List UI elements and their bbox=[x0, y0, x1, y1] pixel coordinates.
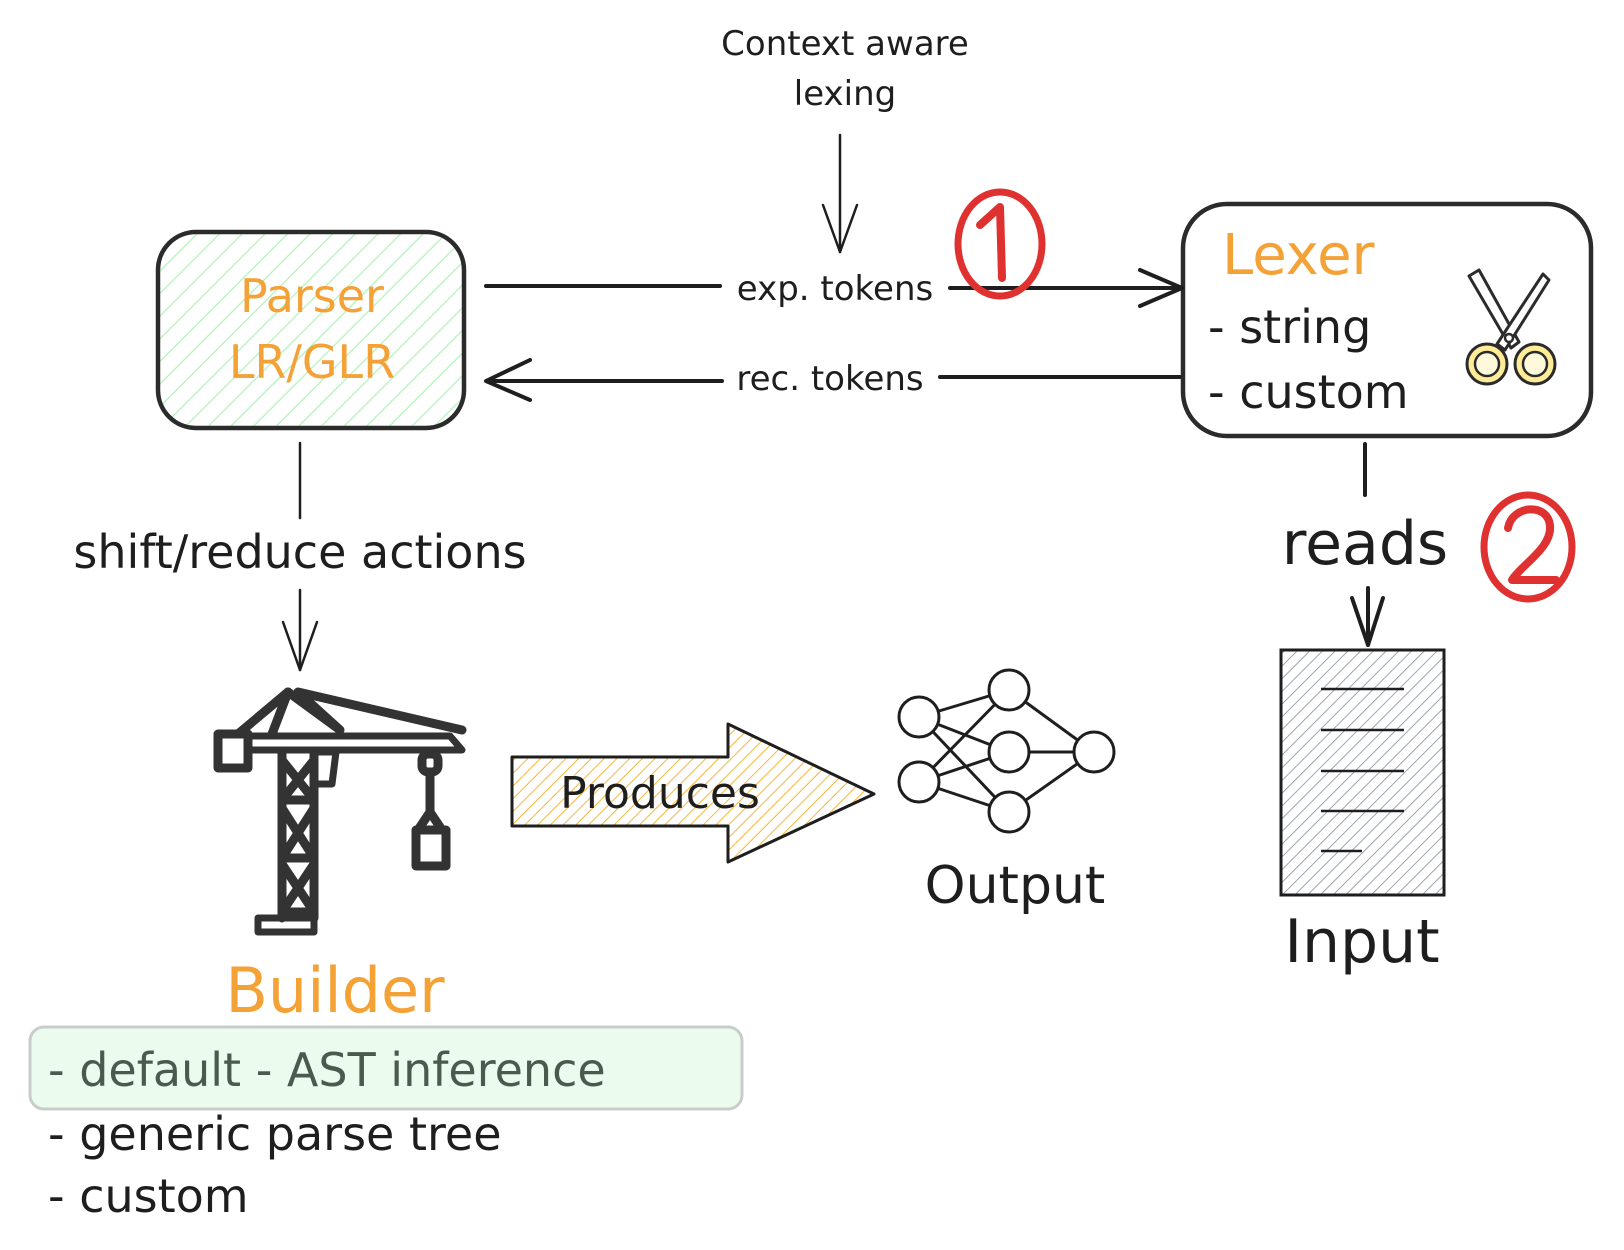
shift-reduce-label: shift/reduce actions bbox=[73, 525, 526, 579]
parser-subtitle: LR/GLR bbox=[229, 335, 395, 389]
step-2-numeral bbox=[1504, 505, 1560, 584]
builder-item-default: - default - AST inference bbox=[48, 1043, 606, 1097]
step-2-marker: 2 bbox=[0, 0, 1576, 603]
output-label: Output bbox=[925, 856, 1106, 916]
document-icon bbox=[1279, 648, 1446, 897]
parser-node[interactable]: Parser LR/GLR bbox=[155, 229, 467, 431]
builder-node: Builder - default - AST inference - gene… bbox=[28, 954, 744, 1223]
produces-arrow: Produces bbox=[510, 722, 876, 864]
step-1-text: 1 bbox=[0, 0, 1, 1]
shift-reduce-arrow: shift/reduce actions bbox=[73, 441, 527, 672]
parser-title: Parser bbox=[240, 269, 384, 323]
context-note-line2: lexing bbox=[794, 74, 896, 114]
step-1-numeral bbox=[976, 203, 1006, 282]
received-tokens-arrow: rec. tokens bbox=[484, 358, 1182, 402]
received-tokens-label: rec. tokens bbox=[736, 359, 923, 399]
builder-item-custom: - custom bbox=[48, 1169, 249, 1223]
input-label: Input bbox=[1284, 907, 1439, 977]
lexer-item-string: - string bbox=[1208, 300, 1371, 354]
context-aware-note: Context aware lexing bbox=[721, 24, 969, 254]
builder-title: Builder bbox=[225, 954, 445, 1027]
builder-item-generic: - generic parse tree bbox=[48, 1107, 502, 1161]
parser-box[interactable] bbox=[155, 229, 467, 431]
expected-tokens-label: exp. tokens bbox=[737, 269, 933, 309]
neural-network-icon bbox=[897, 668, 1116, 834]
context-arrow bbox=[821, 133, 859, 254]
expected-tokens-arrow: exp. tokens bbox=[484, 268, 1184, 309]
step-2-text: 2 bbox=[0, 0, 1, 1]
reads-arrow: reads bbox=[1282, 442, 1448, 647]
lexer-item-custom: - custom bbox=[1208, 365, 1409, 419]
lexer-title: Lexer bbox=[1222, 223, 1376, 288]
produces-label: Produces bbox=[560, 768, 760, 819]
builder-highlight-box bbox=[28, 1025, 744, 1111]
reads-label: reads bbox=[1282, 509, 1448, 579]
step-1-marker: 1 bbox=[0, 0, 1046, 300]
scissors-icon bbox=[1465, 268, 1557, 386]
lexer-node[interactable]: Lexer - string - custom bbox=[1180, 201, 1594, 439]
context-note-line1: Context aware bbox=[721, 24, 969, 64]
crane-icon bbox=[213, 687, 467, 936]
